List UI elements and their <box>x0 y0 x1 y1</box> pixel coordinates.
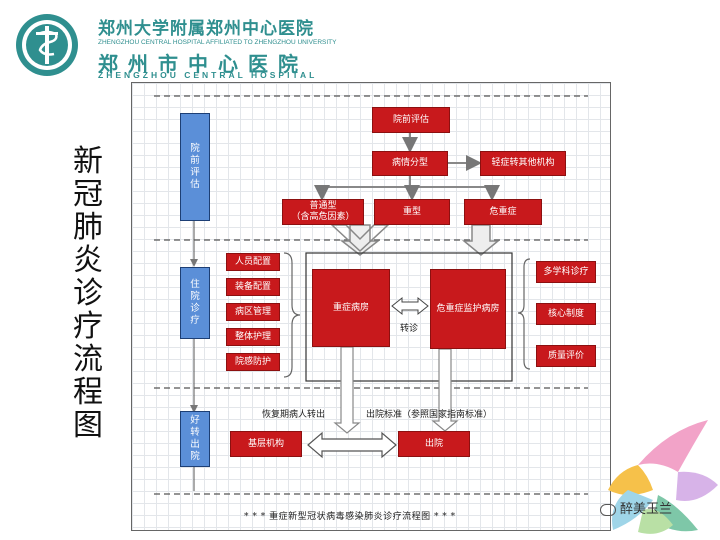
node-critical-type: 危重症 <box>464 199 542 225</box>
hospital-name-en: ZHENGZHOU CENTRAL HOSPITAL AFFILIATED TO… <box>98 39 337 46</box>
node-classification: 病情分型 <box>372 151 448 176</box>
flowchart-connectors <box>154 95 588 495</box>
node-icu: 危重症监护病房 <box>430 269 506 349</box>
node-common-type-line2: （含高危因素） <box>291 212 355 222</box>
title-char: 程 <box>73 375 103 410</box>
support-core-system: 核心制度 <box>536 303 596 325</box>
decorative-flower-graphic <box>608 420 718 534</box>
slide-title: 新 冠 肺 炎 诊 疗 流 程 图 <box>70 145 106 442</box>
hospital-name-cn: 郑州大学附属郑州中心医院 <box>98 19 314 39</box>
phase-in-hospital: 住院诊疗 <box>180 267 210 339</box>
hospital-name-cn-2: 郑州市中心医院 <box>98 52 308 76</box>
title-char: 流 <box>73 342 103 377</box>
phase-pre-hospital: 院前评估 <box>180 113 210 221</box>
title-char: 诊 <box>73 276 103 311</box>
support-quality-evaluation: 质量评价 <box>536 345 596 367</box>
flowchart-caption: * * * 重症新型冠状病毒感染肺炎诊疗流程图 * * * <box>244 512 456 522</box>
support-ward-management: 病区管理 <box>226 303 280 321</box>
support-staffing: 人员配置 <box>226 253 280 271</box>
hospital-name-en-2: ZHENGZHOU CENTRAL HOSPITAL <box>98 70 318 80</box>
node-mild-transfer: 轻症转其他机构 <box>480 151 566 176</box>
flowchart-frame: 院前评估 住院诊疗 好转出院 院前评估 病情分型 轻症转其他机构 普通型 （含高… <box>131 82 611 531</box>
title-char: 炎 <box>73 243 103 278</box>
title-char: 图 <box>73 408 103 443</box>
node-common-type: 普通型 （含高危因素） <box>282 199 364 225</box>
title-char: 肺 <box>73 210 103 245</box>
discharge-criteria-label: 出院标准（参照国家指南标准） <box>366 410 493 420</box>
node-primary-care: 基层机构 <box>230 431 302 457</box>
support-infection-control: 院感防护 <box>226 353 280 371</box>
title-char: 新 <box>73 144 103 179</box>
recovery-transfer-label: 恢复期病人转出 <box>262 410 326 420</box>
node-severe-ward: 重症病房 <box>312 269 390 347</box>
wechat-icon <box>600 503 616 516</box>
phase-discharge: 好转出院 <box>180 411 210 467</box>
support-nursing: 整体护理 <box>226 328 280 346</box>
support-multidisciplinary: 多学科诊疗 <box>536 261 596 283</box>
node-pre-hospital-assessment: 院前评估 <box>372 107 450 133</box>
hospital-logo <box>16 14 78 76</box>
node-severe-type: 重型 <box>374 199 450 225</box>
watermark: 醉美玉兰 <box>600 498 672 517</box>
watermark-text: 醉美玉兰 <box>620 502 673 517</box>
support-equipment: 装备配置 <box>226 278 280 296</box>
node-discharge: 出院 <box>398 431 470 457</box>
transfer-label: 转诊 <box>400 324 419 334</box>
title-char: 冠 <box>73 177 103 212</box>
title-char: 疗 <box>73 309 103 344</box>
node-common-type-line1: 普通型 <box>309 201 337 211</box>
